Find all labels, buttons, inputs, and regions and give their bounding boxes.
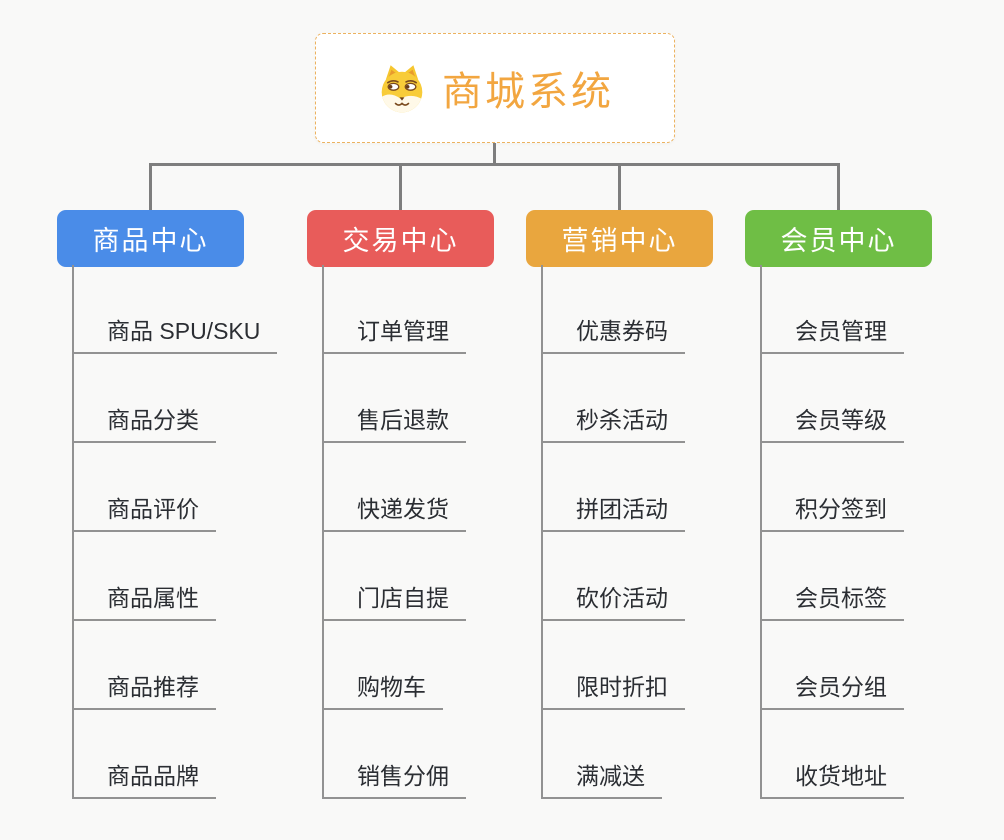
branch-topic-member-center[interactable]: 会员中心 — [745, 210, 932, 267]
subtopic[interactable]: 拼团活动 — [543, 443, 685, 532]
subtopic[interactable]: 商品评价 — [74, 443, 216, 532]
subtopic[interactable]: 售后退款 — [324, 354, 466, 443]
branch-topic-product-center[interactable]: 商品中心 — [57, 210, 244, 267]
subtopic[interactable]: 门店自提 — [324, 532, 466, 621]
subtopic[interactable]: 会员等级 — [762, 354, 904, 443]
subtopic[interactable]: 优惠券码 — [543, 265, 685, 354]
subtopic[interactable]: 商品属性 — [74, 532, 216, 621]
subtopic-column-trade-center: 订单管理 售后退款 快递发货 门店自提 购物车 销售分佣 — [322, 265, 466, 799]
connector-drop-product — [149, 163, 152, 210]
branch-topic-trade-center[interactable]: 交易中心 — [307, 210, 494, 267]
doge-icon — [381, 65, 423, 113]
subtopic[interactable]: 销售分佣 — [324, 710, 466, 799]
subtopic[interactable]: 收货地址 — [762, 710, 904, 799]
connector-drop-marketing — [618, 163, 621, 210]
subtopic[interactable]: 秒杀活动 — [543, 354, 685, 443]
subtopic[interactable]: 商品品牌 — [74, 710, 216, 799]
root-topic[interactable]: 商城系统 — [315, 33, 675, 143]
subtopic[interactable]: 限时折扣 — [543, 621, 685, 710]
subtopic[interactable]: 订单管理 — [324, 265, 466, 354]
subtopic[interactable]: 商品 SPU/SKU — [74, 265, 278, 354]
subtopic[interactable]: 砍价活动 — [543, 532, 685, 621]
connector-horizontal-bar — [149, 163, 840, 166]
subtopic[interactable]: 会员分组 — [762, 621, 904, 710]
subtopic[interactable]: 快递发货 — [324, 443, 466, 532]
subtopic[interactable]: 满减送 — [543, 710, 662, 799]
root-topic-title: 商城系统 — [442, 70, 614, 114]
subtopic-column-marketing-center: 优惠券码 秒杀活动 拼团活动 砍价活动 限时折扣 满减送 — [541, 265, 685, 799]
branch-topic-marketing-center[interactable]: 营销中心 — [526, 210, 713, 267]
connector-drop-trade — [399, 163, 402, 210]
subtopic[interactable]: 商品分类 — [74, 354, 216, 443]
subtopic[interactable]: 购物车 — [324, 621, 443, 710]
subtopic-column-member-center: 会员管理 会员等级 积分签到 会员标签 会员分组 收货地址 — [760, 265, 904, 799]
subtopic[interactable]: 会员标签 — [762, 532, 904, 621]
subtopic[interactable]: 商品推荐 — [74, 621, 216, 710]
subtopic-column-product-center: 商品 SPU/SKU 商品分类 商品评价 商品属性 商品推荐 商品品牌 — [72, 265, 278, 799]
connector-drop-member — [837, 163, 840, 210]
connector-root-stem — [493, 143, 496, 165]
subtopic[interactable]: 积分签到 — [762, 443, 904, 532]
subtopic[interactable]: 会员管理 — [762, 265, 904, 354]
